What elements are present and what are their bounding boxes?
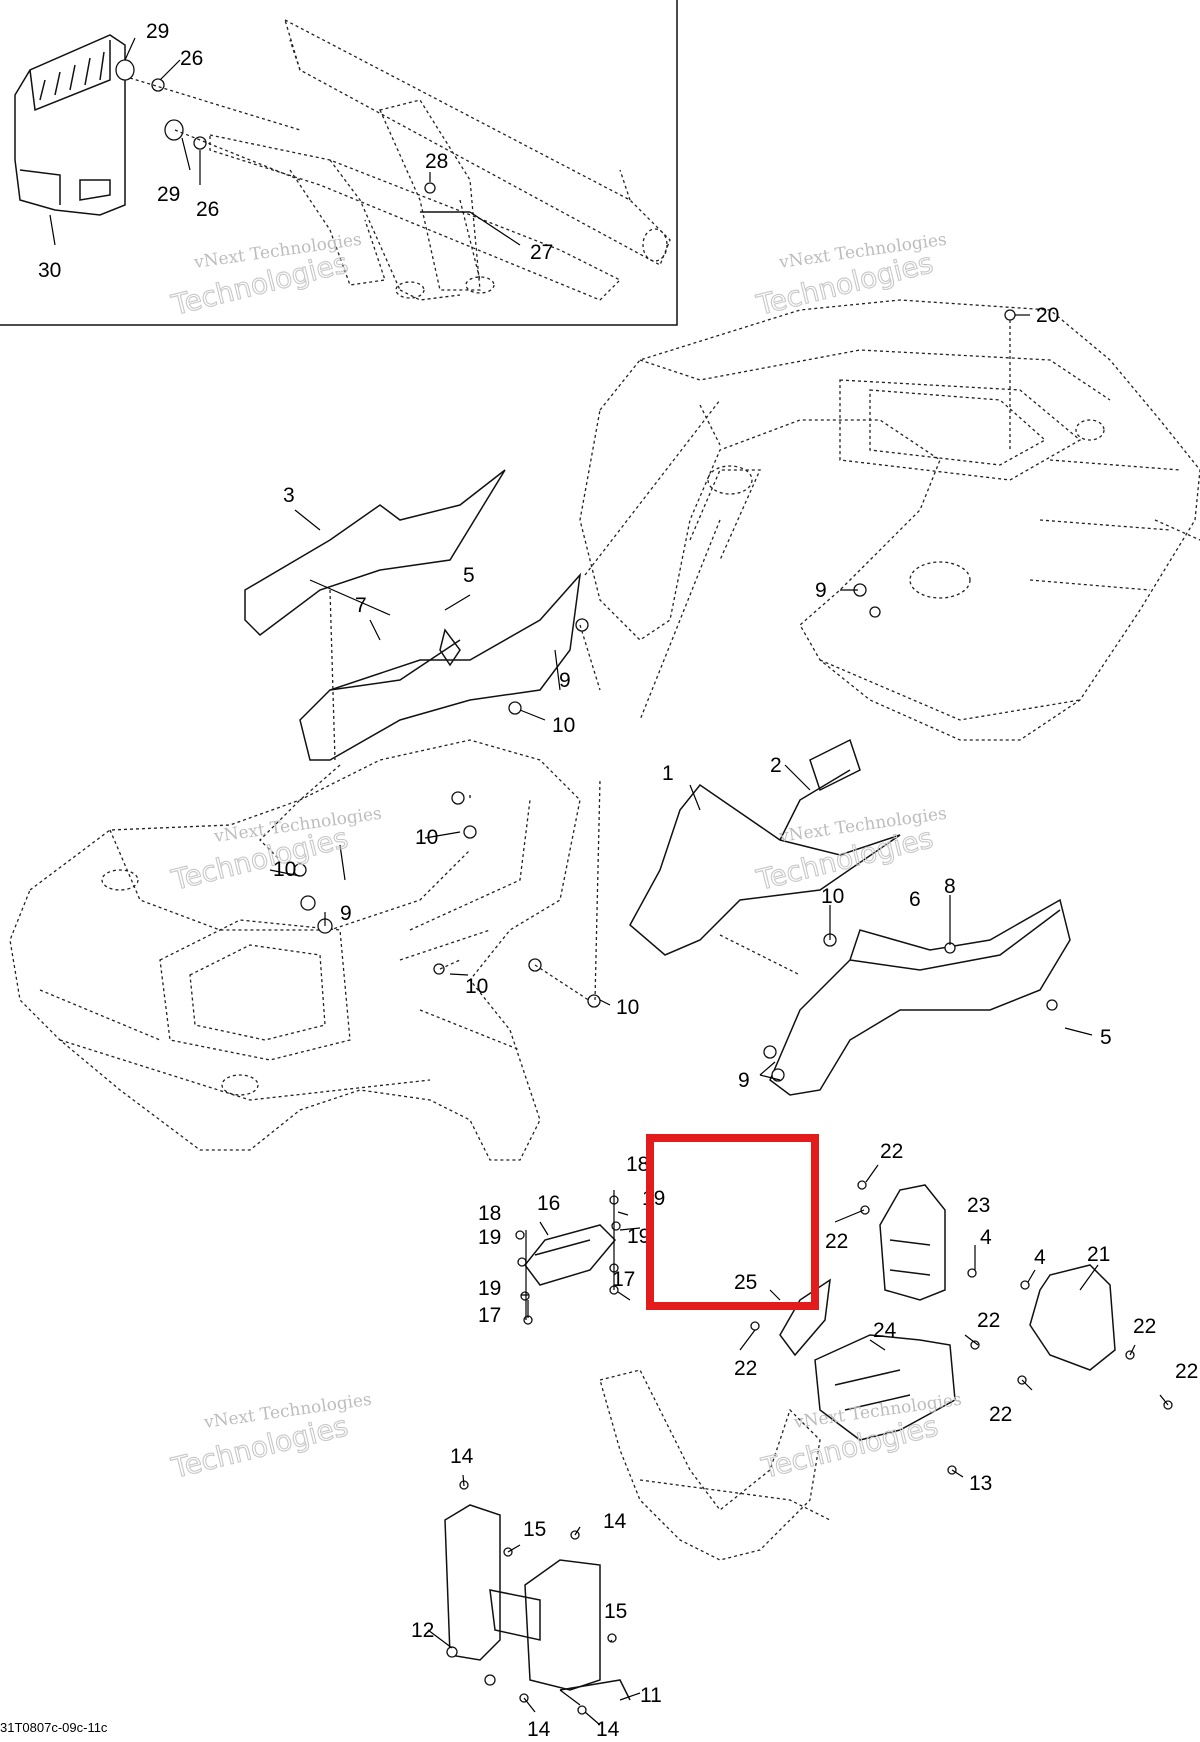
side-panel-3 [244, 469, 506, 636]
callout-22: 22 [734, 1357, 757, 1380]
callout-14: 14 [527, 1718, 551, 1737]
callout-9: 9 [738, 1069, 750, 1092]
callout-10: 10 [415, 826, 438, 849]
callout-20: 20 [1036, 304, 1059, 327]
callout-18: 18 [478, 1202, 501, 1225]
callout-17: 17 [478, 1304, 501, 1327]
bracket-16 [524, 1224, 617, 1286]
callout-25: 25 [734, 1271, 757, 1294]
callout-10: 10 [273, 858, 296, 881]
callout-16: 16 [537, 1192, 560, 1215]
callout-14: 14 [450, 1445, 474, 1468]
inset-frame [0, 0, 678, 326]
callout-4: 4 [1034, 1246, 1046, 1269]
footwell-6 [769, 738, 1071, 1096]
rear-fender [579, 299, 1200, 741]
callout-9: 9 [815, 579, 827, 602]
callout-5: 5 [1100, 1026, 1112, 1049]
callout-13: 13 [969, 1472, 992, 1495]
callout-22: 22 [1175, 1360, 1198, 1383]
callout-4: 4 [980, 1226, 992, 1249]
callout-9: 9 [559, 669, 571, 692]
callout-21: 21 [1087, 1243, 1110, 1266]
callout-6: 6 [909, 888, 921, 911]
callout-15: 15 [523, 1518, 546, 1541]
callout-labels: 29 26 29 26 28 27 30 20 3 5 7 9 10 9 2 1… [38, 20, 1198, 1741]
inset-leaders [49, 37, 521, 246]
callout-14: 14 [603, 1510, 627, 1533]
callout-7: 7 [355, 594, 367, 617]
callout-5: 5 [463, 564, 475, 587]
callout-22: 22 [825, 1230, 848, 1253]
callout-11: 11 [640, 1684, 662, 1707]
callout-2: 2 [770, 754, 782, 777]
callout-12: 12 [411, 1619, 434, 1642]
drawing-reference-code: 31T0807c-09c-11c [0, 1720, 108, 1735]
callout-10: 10 [821, 885, 844, 908]
callout-22: 22 [977, 1309, 1000, 1332]
callout-19: 19 [478, 1226, 501, 1249]
front-fender [9, 739, 581, 1161]
callout-17: 17 [612, 1268, 635, 1291]
callout-15: 15 [604, 1600, 627, 1623]
callout-1: 1 [662, 762, 674, 785]
callout-23: 23 [967, 1194, 990, 1217]
callout-30: 30 [38, 259, 61, 282]
cover-21 [1029, 1264, 1116, 1371]
callout-10: 10 [465, 975, 488, 998]
callout-22: 22 [1133, 1315, 1156, 1338]
callout-10: 10 [552, 714, 575, 737]
callout-29: 29 [157, 183, 180, 206]
rear-storage-box-30 [14, 34, 126, 216]
callout-19: 19 [478, 1277, 501, 1300]
hardware-fasteners [293, 309, 1173, 1715]
side-panel-1 [629, 783, 901, 956]
callout-22: 22 [989, 1403, 1012, 1426]
callout-9: 9 [340, 902, 352, 925]
callout-14: 14 [596, 1718, 620, 1737]
leader-lines [259, 314, 1200, 1726]
callout-26: 26 [196, 198, 219, 221]
callout-22: 22 [880, 1140, 903, 1163]
highlight-box [646, 1134, 819, 1310]
callout-3: 3 [283, 484, 295, 507]
skid-plate-24 [814, 1334, 956, 1441]
rear-rack-assembly [209, 18, 671, 301]
callout-28: 28 [425, 150, 448, 173]
footwell-7 [299, 572, 582, 761]
bracket-25 [779, 1278, 831, 1357]
bracket-23 [879, 1184, 946, 1301]
callout-19: 19 [627, 1225, 650, 1248]
callout-27: 27 [530, 241, 553, 264]
callout-26: 26 [180, 47, 203, 70]
callout-18: 18 [626, 1153, 649, 1176]
frame-front [599, 1369, 831, 1561]
callout-10: 10 [616, 996, 639, 1019]
callout-24: 24 [873, 1319, 897, 1342]
callout-8: 8 [944, 875, 956, 898]
callout-29: 29 [146, 20, 169, 43]
